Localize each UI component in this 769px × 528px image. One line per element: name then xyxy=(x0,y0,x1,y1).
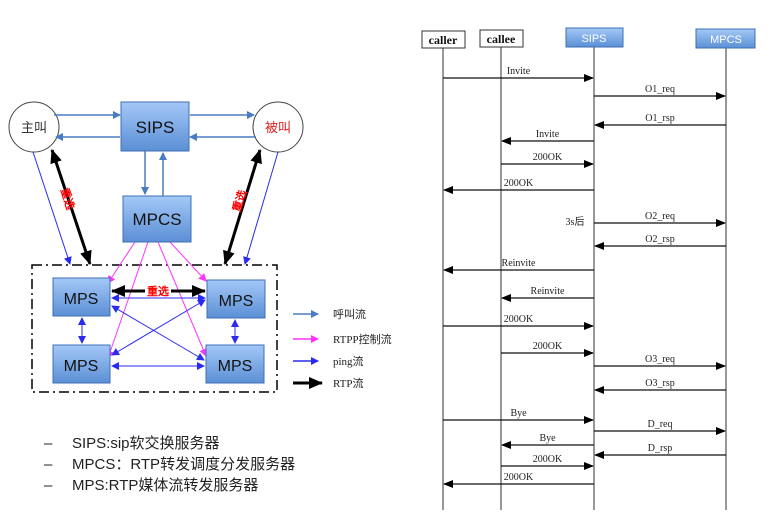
sips-node xyxy=(120,101,190,152)
rtpp-mpcs-to-mps-br xyxy=(157,241,207,357)
rtpp-mpcs-to-mps-tr xyxy=(169,241,207,282)
participant-mpcs-label: MPCS xyxy=(710,34,742,46)
reselect-label-center: 重选 xyxy=(147,284,169,298)
caller-node xyxy=(8,101,60,153)
participant-sips-label: SIPS xyxy=(581,33,606,45)
legend-ping-label: ping流 xyxy=(333,354,364,368)
message-label: O2_req xyxy=(645,211,675,222)
message-label: D_rsp xyxy=(648,443,672,454)
message-label: Invite xyxy=(536,129,560,140)
message-note: 3s后 xyxy=(566,216,585,228)
message-label: Reinvite xyxy=(502,258,536,269)
participant-mpcs xyxy=(695,28,756,49)
sips-node-label: SIPS xyxy=(136,118,175,137)
bullet-dash: – xyxy=(44,477,53,494)
ping-mps-tr-bl xyxy=(111,299,206,356)
message-label: 200OK xyxy=(533,454,563,465)
definition-list: – SIPS:sip软交换服务器 – MPCS：RTP转发调度分发服务器 – MPS:… xyxy=(44,433,295,496)
message-label: Bye xyxy=(510,408,527,419)
message-label: D_req xyxy=(648,419,673,430)
definition-item: – MPS:RTP媒体流转发服务器 xyxy=(44,475,295,496)
definition-item: – MPCS：RTP转发调度分发服务器 xyxy=(44,454,295,475)
caller-node-label: 主叫 xyxy=(21,120,47,135)
participant-caller xyxy=(421,30,466,49)
mps-node-top-right xyxy=(206,279,266,319)
participant-caller-label: caller xyxy=(429,33,458,47)
legend-call-label: 呼叫流 xyxy=(333,307,366,321)
participant-sips xyxy=(565,27,624,48)
mps-node-label: MPS xyxy=(64,358,99,375)
rtp-caller-to-cluster xyxy=(50,149,92,265)
message-label: Reinvite xyxy=(531,286,565,297)
message-label: 200OK xyxy=(533,341,563,352)
message-label: O1_rsp xyxy=(645,113,674,124)
mps-node-label: MPS xyxy=(219,293,254,310)
mps-node-label: MPS xyxy=(218,358,253,375)
message-label: 200OK xyxy=(504,178,534,189)
mps-cluster-boundary xyxy=(31,264,278,393)
architecture-diagram: 主叫 被叫 重选 重选 SIPS MPCS MPS MPS xyxy=(8,101,392,393)
bullet-dash: – xyxy=(44,456,53,473)
message-list: InviteO1_reqO1_rspInvite200OK200OKO2_req… xyxy=(443,66,726,488)
ping-callee-to-cluster xyxy=(243,151,279,265)
message-label: O2_rsp xyxy=(645,234,674,245)
message-label: O3_rsp xyxy=(645,378,674,389)
reselect-label-right: 重选 xyxy=(229,188,249,213)
legend-rtp-label: RTP流 xyxy=(333,376,364,390)
ping-mps-tl-br xyxy=(111,305,205,361)
message-label: O1_req xyxy=(645,84,675,95)
reselect-label-left: 重选 xyxy=(58,186,78,211)
participant-callee xyxy=(479,29,524,48)
message-label: Invite xyxy=(507,66,531,77)
mpcs-node-label: MPCS xyxy=(132,210,181,229)
message-label: O3_req xyxy=(645,354,675,365)
definition-text: SIPS:sip软交换服务器 xyxy=(72,435,220,452)
callee-node-label: 被叫 xyxy=(265,120,291,135)
rtpp-mpcs-to-mps-tl xyxy=(107,241,136,284)
definition-text: MPS:RTP媒体流转发服务器 xyxy=(72,477,259,494)
message-label: 200OK xyxy=(533,152,563,163)
legend-rtpp-label: RTPP控制流 xyxy=(333,332,392,346)
message-label: 200OK xyxy=(504,472,534,483)
mps-node-bottom-right xyxy=(205,344,265,384)
definition-item: – SIPS:sip软交换服务器 xyxy=(44,433,295,454)
message-label: Bye xyxy=(539,433,556,444)
rtp-callee-to-cluster xyxy=(223,149,262,265)
legend: 呼叫流 RTPP控制流 ping流 RTP流 xyxy=(293,307,392,390)
sequence-diagram: caller callee SIPS MPCS InviteO1_reqO1_r… xyxy=(421,27,756,510)
bullet-dash: – xyxy=(44,435,53,452)
participant-callee-label: callee xyxy=(487,32,516,46)
rtpp-mpcs-to-mps-bl xyxy=(106,241,149,359)
mps-node-top-left xyxy=(52,277,111,317)
message-label: 200OK xyxy=(504,314,534,325)
mps-node-bottom-left xyxy=(52,344,111,384)
definition-text: MPCS：RTP转发调度分发服务器 xyxy=(72,456,296,473)
mpcs-node xyxy=(122,195,192,243)
mps-node-label: MPS xyxy=(64,291,99,308)
reselect-label-bg xyxy=(145,284,171,297)
